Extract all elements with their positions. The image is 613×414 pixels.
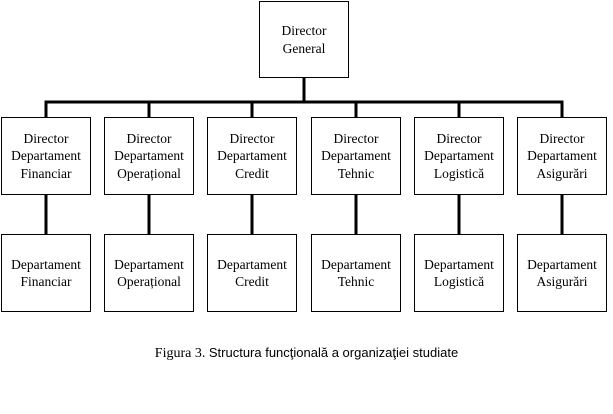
box-line: Departament: [527, 148, 597, 164]
caption-label: Figura 3.: [154, 346, 206, 361]
box-line: Logistică: [433, 274, 485, 289]
box-line: Asigurări: [536, 165, 588, 181]
figure-caption: Figura 3. Structura funcţională a organi…: [0, 344, 613, 363]
box-director-operational: Director Departament Operațional: [104, 117, 194, 195]
box-line: Operațional: [117, 274, 181, 289]
box-line: Credit: [235, 165, 269, 181]
box-line: Departament: [217, 148, 287, 164]
box-line: Departament: [114, 256, 184, 272]
box-line: Departament: [11, 256, 81, 272]
box-line: Credit: [235, 274, 269, 289]
box-line: Departament: [321, 256, 391, 272]
box-departament-financiar: Departament Financiar: [1, 234, 91, 312]
box-line: Tehnic: [337, 165, 375, 181]
box-line: Asigurări: [536, 274, 588, 289]
box-line: Departament: [217, 256, 287, 272]
box-line: Financiar: [20, 274, 72, 289]
box-departament-operational: Departament Operațional: [104, 234, 194, 312]
caption-text: Structura funcţională a organizaţiei stu…: [208, 345, 459, 360]
box-director-credit: Director Departament Credit: [207, 117, 297, 195]
box-director-financiar: Director Departament Financiar: [1, 117, 91, 195]
box-line: Logistică: [433, 165, 485, 181]
box-line: Director: [126, 130, 172, 146]
box-departament-logistica: Departament Logistică: [414, 234, 504, 312]
box-line: Departament: [321, 148, 391, 164]
box-departament-credit: Departament Credit: [207, 234, 297, 312]
box-line: Director: [539, 130, 585, 146]
box-director-logistica: Director Departament Logistică: [414, 117, 504, 195]
box-line: Departament: [527, 256, 597, 272]
box-line: Departament: [424, 256, 494, 272]
box-line: Operațional: [117, 165, 181, 181]
box-line: Tehnic: [337, 274, 375, 289]
box-departament-tehnic: Departament Tehnic: [311, 234, 401, 312]
box-line: Director: [333, 130, 379, 146]
box-departament-asigurari: Departament Asigurări: [517, 234, 607, 312]
box-line: Director: [229, 130, 275, 146]
box-line: Director: [436, 130, 482, 146]
box-director-tehnic: Director Departament Tehnic: [311, 117, 401, 195]
box-line: Financiar: [20, 165, 72, 181]
box-director-general: Director General: [259, 1, 349, 78]
box-line: General: [282, 40, 326, 56]
box-line: Departament: [114, 148, 184, 164]
box-line: Departament: [424, 148, 494, 164]
box-line: Director: [281, 23, 327, 38]
box-line: Director: [23, 130, 69, 146]
box-line: Departament: [11, 148, 81, 164]
box-director-asigurari: Director Departament Asigurări: [517, 117, 607, 195]
